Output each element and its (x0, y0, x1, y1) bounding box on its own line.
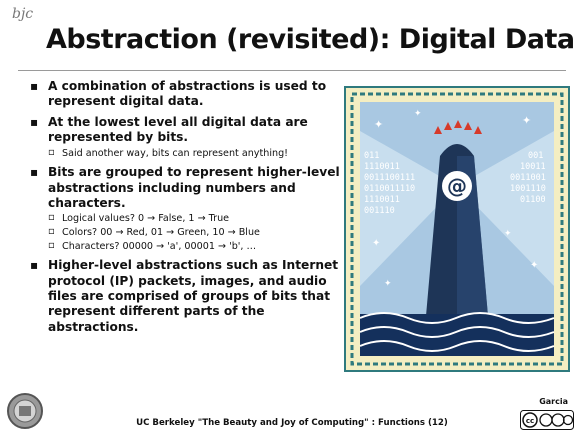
sub-bullet-item: ▫ Said another way, bits can represent a… (48, 147, 352, 161)
binary-right-line: 0011001 (510, 173, 546, 183)
binary-right-line: 01100 (520, 195, 546, 205)
bullet-item: ▪ Higher-level abstractions such as Inte… (30, 258, 352, 335)
binary-right-line: 1001110 (510, 184, 546, 194)
light-rays (434, 120, 482, 134)
cc-badge-text: cc (526, 417, 534, 425)
sub-bullet-marker-icon: ▫ (48, 226, 55, 238)
binary-left-line: 0110011110 (364, 184, 415, 194)
ray-icon (464, 122, 472, 130)
sub-bullet-list: ▫ Said another way, bits can represent a… (48, 147, 352, 161)
binary-left-line: 1110011 (364, 195, 400, 205)
footer-course-title: UC Berkeley "The Beauty and Joy of Compu… (136, 418, 448, 428)
ray-icon (434, 126, 442, 134)
at-symbol-icon: @ (447, 174, 467, 198)
binary-stream: 011 1110011 0011100111 0110011110 111001… (364, 151, 546, 216)
seal-icon (7, 393, 43, 429)
binary-left-line: 001110 (364, 206, 395, 216)
bullet-item: ▪ A combination of abstractions is used … (30, 79, 352, 110)
binary-left-line: 0011100111 (364, 173, 415, 183)
sub-bullet-item: ▫ Characters? 00000 → 'a', 00001 → 'b', … (48, 240, 352, 254)
sub-bullet-text: Characters? 00000 → 'a', 00001 → 'b', … (62, 240, 257, 252)
sub-bullet-text: Logical values? 0 → False, 1 → True (62, 213, 230, 225)
ray-icon (454, 120, 462, 128)
binary-right-line: 001 (528, 151, 543, 161)
star-icon: ✦ (530, 260, 538, 271)
bullet-text: Higher-level abstractions such as Intern… (48, 258, 339, 334)
star-icon: ✦ (504, 229, 512, 239)
sub-bullet-marker-icon: ▫ (48, 146, 55, 158)
sea (360, 314, 554, 356)
binary-left-line: 1110011 (364, 162, 400, 172)
slide-title: Abstraction (revisited): Digital Data (46, 24, 575, 55)
star-icon: ✦ (372, 238, 380, 249)
binary-right-line: 10011 (520, 162, 546, 172)
ray-icon (444, 122, 452, 130)
wave (359, 326, 555, 338)
star-icon: ✦ (522, 114, 531, 127)
bullet-item: ▪ Bits are grouped to represent higher-l… (30, 165, 352, 253)
sub-bullet-text: Said another way, bits can represent any… (62, 147, 289, 159)
light-beam-right (457, 131, 554, 286)
sub-bullet-list: ▫ Logical values? 0 → False, 1 → True ▫ … (48, 212, 352, 253)
ray-icon (474, 126, 482, 134)
star-icon: ✦ (384, 279, 392, 289)
bullet-text: Bits are grouped to represent higher-lev… (48, 165, 340, 211)
title-divider (18, 70, 566, 71)
wave (359, 312, 555, 324)
sub-bullet-item: ▫ Logical values? 0 → False, 1 → True (48, 212, 352, 226)
footer-author: Garcia (539, 397, 568, 406)
bullet-marker-icon: ▪ (30, 79, 39, 93)
lighthouse-illustration: 011 1110011 0011100111 0110011110 111001… (344, 86, 570, 372)
sub-bullet-marker-icon: ▫ (48, 212, 55, 224)
bullet-marker-icon: ▪ (30, 114, 39, 129)
sub-bullet-item: ▫ Colors? 00 → Red, 01 → Green, 10 → Blu… (48, 226, 352, 240)
lighthouse-lamp (442, 171, 472, 201)
creative-commons-icon: cc (520, 410, 574, 430)
bullet-text: At the lowest level all digital data are… (48, 114, 308, 145)
bjc-logo: bjc (12, 6, 34, 22)
bullet-list: ▪ A combination of abstractions is used … (30, 79, 352, 340)
bullet-item: ▪ At the lowest level all digital data a… (30, 115, 352, 160)
star-icon: ✦ (374, 118, 383, 131)
lighthouse-dome (440, 144, 474, 156)
binary-left-line: 011 (364, 151, 379, 161)
sharealike-icon (562, 414, 574, 426)
sub-bullet-text: Colors? 00 → Red, 01 → Green, 10 → Blue (62, 227, 260, 239)
stars: ✦ ✦ ✦ ✦ ✦ ✦ ✦ (372, 109, 538, 289)
star-icon: ✦ (414, 109, 422, 119)
sub-bullet-marker-icon: ▫ (48, 239, 55, 251)
wave (359, 340, 555, 352)
picture-border (350, 92, 564, 366)
bullet-text: A combination of abstractions is used to… (48, 79, 327, 109)
bullet-marker-icon: ▪ (30, 165, 39, 180)
light-beam-left (360, 131, 457, 286)
bullet-marker-icon: ▪ (30, 258, 39, 273)
